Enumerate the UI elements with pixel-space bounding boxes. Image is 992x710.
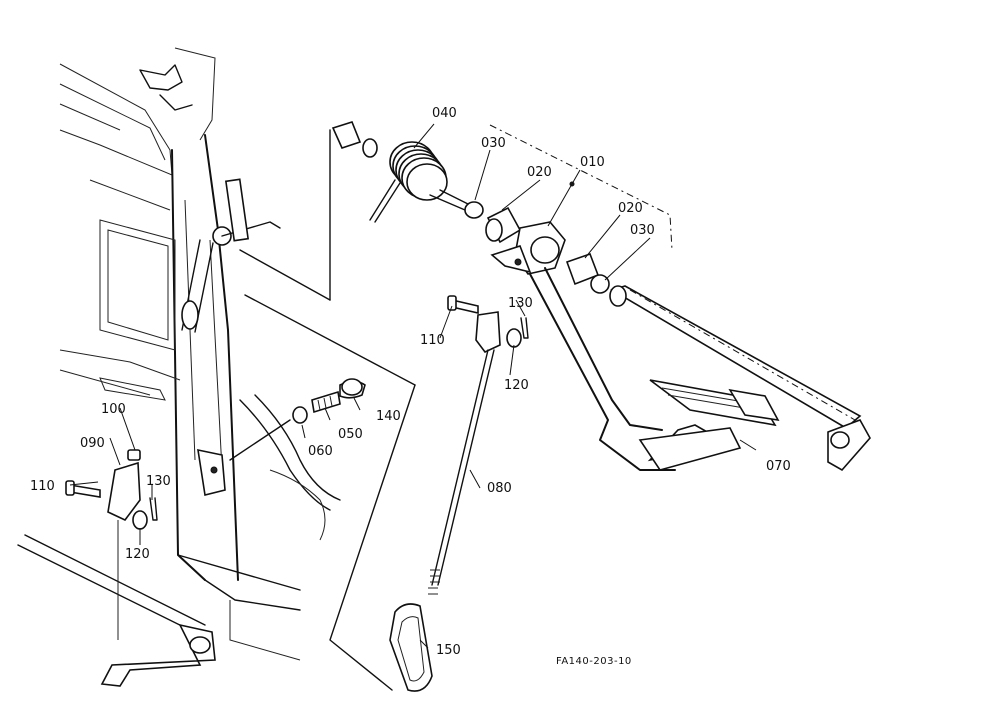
bolt-spacer-assembly [229,378,366,461]
callout-100: 100 [101,402,126,417]
callout-110-left: 110 [30,479,55,494]
callout-040: 040 [432,106,457,121]
callout-110-right: 110 [420,333,445,348]
drawing-code: FA140-203-10 [556,656,632,667]
leader-lines [69,123,757,649]
callout-080: 080 [487,481,512,496]
callout-050: 050 [338,427,363,442]
tractor-frame [59,47,341,661]
callout-030-right: 030 [630,223,655,238]
brake-pedal-lever [490,181,780,471]
callout-140: 140 [376,409,401,424]
left-clevis-assembly [65,449,158,640]
callout-120-right: 120 [504,378,529,393]
callout-090: 090 [80,436,105,451]
callout-labels: 040 030 020 010 020 030 130 110 120 140 … [30,106,791,667]
return-spring [331,121,469,223]
callout-130-left: 130 [146,474,171,489]
leader-frame [239,124,673,691]
callout-060: 060 [308,444,333,459]
pull-rod [389,349,495,692]
callout-130-right: 130 [508,296,533,311]
callout-010: 010 [580,155,605,170]
callout-070: 070 [766,459,791,474]
right-bushings-and-shaft [565,252,871,472]
callout-120-left: 120 [125,547,150,562]
callout-150: 150 [436,643,461,658]
callout-030-left: 030 [481,136,506,151]
callout-020-left: 020 [527,165,552,180]
left-bushings [464,201,522,244]
cross-shaft [17,534,216,687]
callout-020-right: 020 [618,201,643,216]
right-clevis-assembly [447,295,529,353]
